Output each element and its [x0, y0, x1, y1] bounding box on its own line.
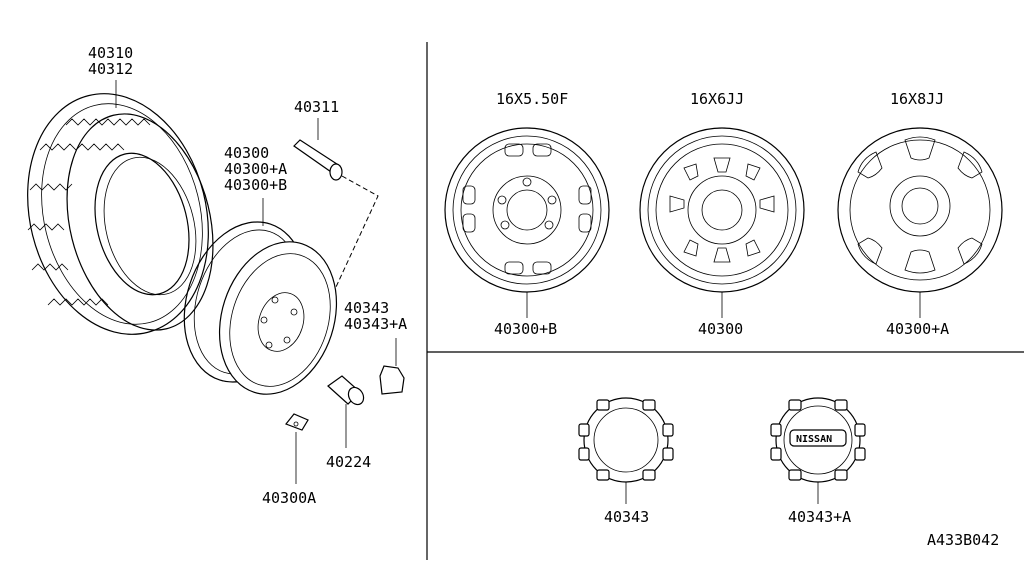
wheel-3-part-number: 40300+A — [886, 320, 949, 338]
tire-drawing — [27, 80, 214, 335]
weight-part-number: 40300A — [262, 489, 316, 507]
center-cap-plain-drawing — [578, 397, 674, 504]
diagram-code: A433B042 — [927, 531, 999, 549]
wheel-part-number-b: 40300+A — [224, 160, 287, 178]
wheel-nut-drawing — [327, 375, 365, 448]
tire-part-number-a: 40310 — [88, 44, 133, 62]
tire-part-number-b: 40312 — [88, 60, 133, 78]
wheel-part-number-a: 40300 — [224, 144, 269, 162]
valve-drawing — [293, 118, 379, 301]
wheel-1-part-number: 40300+B — [494, 320, 557, 338]
wheel-3-size: 16X8JJ — [890, 90, 944, 108]
cap-logo-text: NISSAN — [796, 434, 832, 445]
cap-plain-part-number: 40343 — [604, 508, 649, 526]
valve-part-number: 40311 — [294, 98, 339, 116]
cap-logo-part-number: 40343+A — [788, 508, 851, 526]
wheel-part-number-c: 40300+B — [224, 176, 287, 194]
wheel-2-drawing — [639, 127, 805, 318]
wheel-2-size: 16X6JJ — [690, 90, 744, 108]
section-dividers — [426, 42, 1024, 560]
balance-weight-drawing — [285, 413, 309, 484]
wheel-1-size: 16X5.50F — [496, 90, 568, 108]
wheel-1-drawing — [444, 127, 610, 318]
wheel-2-part-number: 40300 — [698, 320, 743, 338]
cap-part-number-a: 40343 — [344, 299, 389, 317]
nut-part-number: 40224 — [326, 453, 371, 471]
wheel-3-drawing — [837, 127, 1003, 318]
center-cap-logo-drawing — [770, 397, 866, 504]
wheel-exploded-drawing — [183, 198, 338, 395]
cap-part-number-b: 40343+A — [344, 315, 407, 333]
center-cap-drawing — [379, 338, 405, 395]
